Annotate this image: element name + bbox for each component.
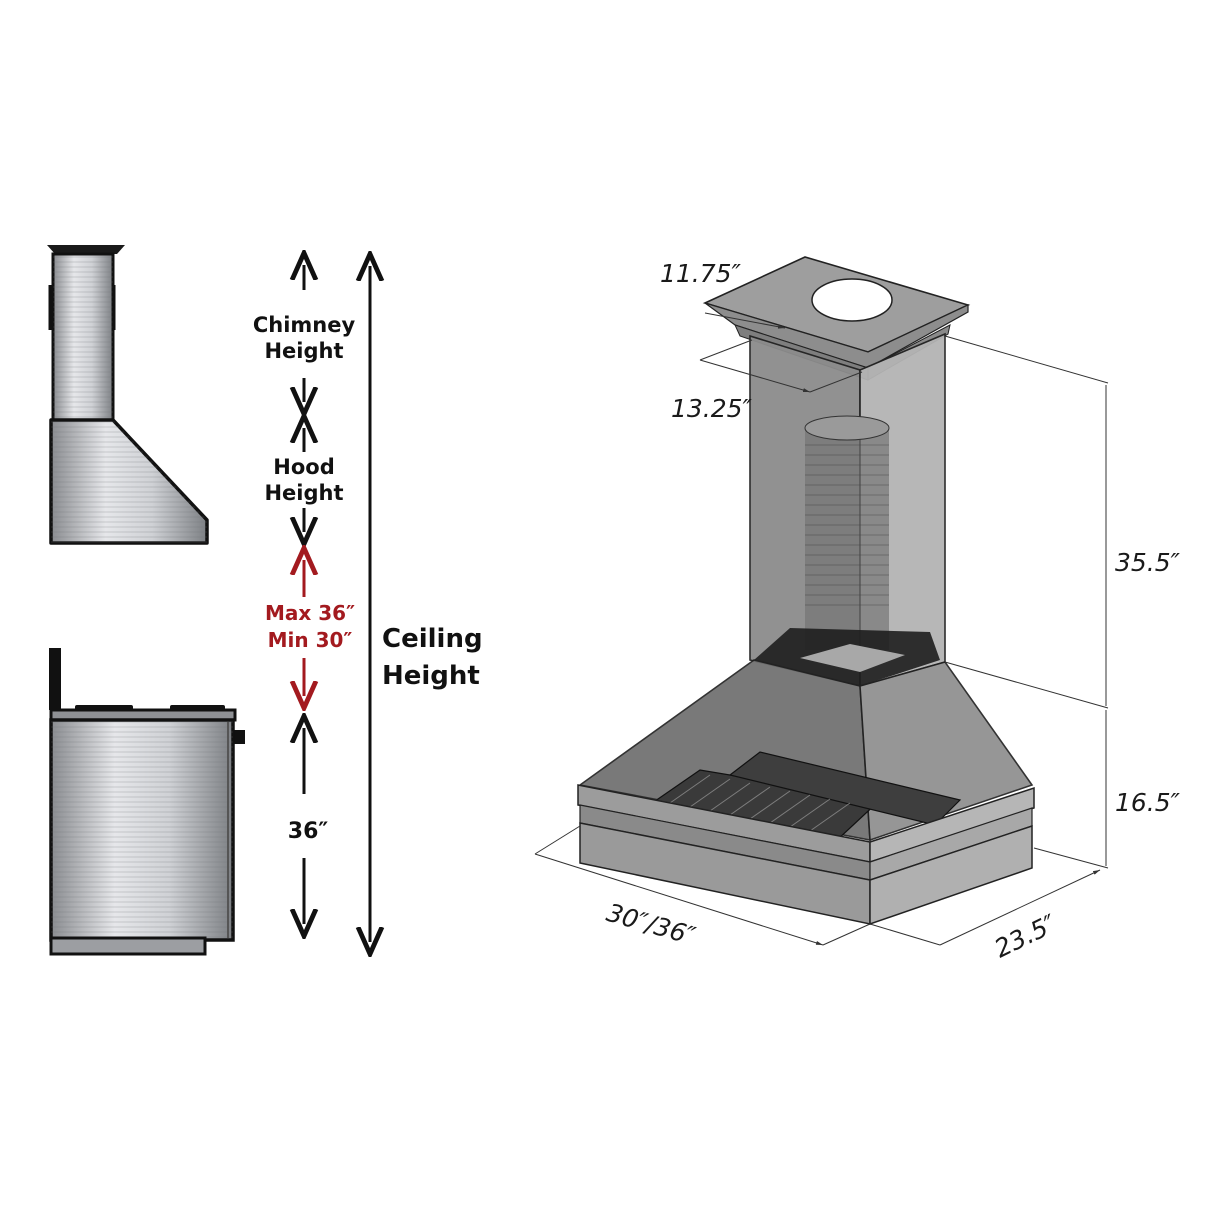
chimney-height-dim: 35.5″: [944, 335, 1181, 709]
chimney-height-value: 35.5″: [1115, 548, 1181, 577]
chimney-height-label-line2: Height: [264, 339, 343, 363]
hood-height-dim: 16.5″: [1033, 710, 1181, 869]
hood-height-label-line2: Height: [264, 481, 343, 505]
hood-width-label: 30″/36″: [603, 898, 699, 951]
top-depth-dimension: 11.75″: [660, 259, 786, 329]
duct-cylinder: [754, 415, 940, 686]
hood-height-label-line1: Hood: [273, 455, 334, 479]
clearance-dimension: Max 36″ Min 30″: [265, 560, 355, 696]
counter-height-dimension: 36″: [288, 728, 329, 924]
counter-height-label: 36″: [288, 819, 329, 844]
side-view-hood: [47, 245, 209, 545]
top-width-dimension: 13.25″: [671, 339, 863, 423]
hood-height-dimension: Hood Height: [264, 428, 344, 532]
ceiling-height-label-line2: Height: [382, 661, 480, 691]
clearance-max-label: Max 36″: [265, 601, 355, 625]
side-view-range: [49, 648, 245, 956]
ceiling-height-label-line1: Ceiling: [382, 624, 483, 654]
hood-height-value: 16.5″: [1115, 788, 1181, 817]
isometric-hood: [577, 256, 1035, 926]
chimney-height-label-line1: Chimney: [253, 313, 356, 337]
clearance-min-label: Min 30″: [268, 628, 353, 652]
top-width-label: 13.25″: [671, 394, 753, 423]
top-depth-label: 11.75″: [660, 259, 742, 288]
chimney-height-dimension: Chimney Height: [253, 265, 356, 402]
ceiling-height-dimension: Ceiling Height: [370, 266, 483, 942]
